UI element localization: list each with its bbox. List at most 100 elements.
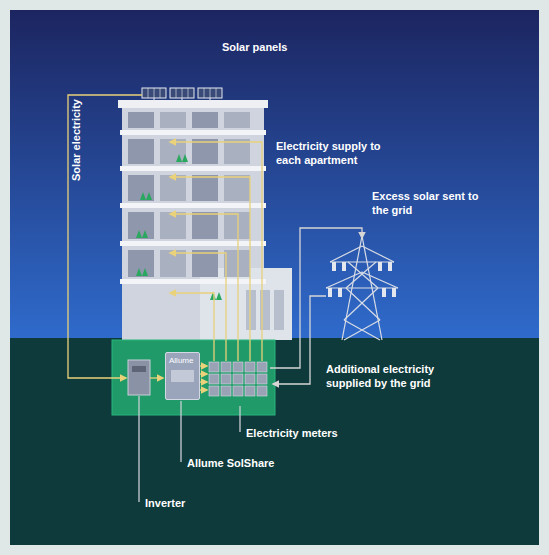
meter (209, 362, 219, 372)
window (160, 250, 186, 277)
callout-label: Electricity meters (246, 426, 366, 440)
pylon-strut (326, 272, 362, 288)
pylon-strut (346, 288, 380, 320)
sky (10, 10, 539, 340)
panel-grid (154, 88, 155, 98)
meter (257, 386, 267, 396)
ground (10, 338, 539, 545)
insulator (382, 288, 386, 297)
flow-label: Electricity supply to each apartment (276, 139, 404, 167)
floor-slab (120, 241, 266, 246)
meter (257, 374, 267, 384)
insulator (392, 288, 396, 297)
apartment-supply-wire (170, 214, 238, 361)
pylon-strut (346, 262, 376, 288)
window (192, 250, 218, 277)
insulator (378, 262, 382, 271)
apartment-supply-wire (170, 293, 214, 361)
meter (209, 386, 219, 396)
panel-grid (160, 88, 161, 98)
apartment-supply-wire (170, 142, 262, 361)
pylon-strut (344, 320, 380, 340)
panel-grid (188, 88, 189, 98)
insulator (342, 262, 346, 271)
apartment-supply-wire (170, 253, 226, 361)
floor-slab (120, 130, 266, 135)
solar-panel (198, 88, 222, 98)
window (224, 212, 250, 239)
panel-grid (204, 88, 205, 98)
roof-parapet (118, 100, 268, 108)
window (128, 212, 154, 239)
inverter-display (132, 366, 146, 372)
solshare-output (199, 389, 207, 390)
callout-label: Inverter (145, 496, 245, 510)
meter (233, 386, 243, 396)
panel-grid (182, 88, 183, 98)
callout-label: Solar panels (222, 40, 342, 54)
leader-line (239, 406, 240, 432)
electricity-meters (209, 362, 267, 396)
meter (245, 374, 255, 384)
pylon-strut (348, 262, 378, 288)
floor-slab (120, 203, 266, 208)
plant (136, 230, 148, 238)
solshare-output (199, 373, 207, 374)
window (224, 175, 250, 201)
solar-panels (142, 88, 222, 102)
plant (140, 192, 152, 200)
window (160, 139, 186, 164)
window (160, 175, 186, 201)
meter (233, 374, 243, 384)
window (274, 290, 284, 330)
import-wire (273, 296, 326, 384)
floor-slab (120, 279, 266, 284)
meter (245, 386, 255, 396)
panel-grid (148, 88, 149, 98)
insulator (338, 288, 342, 297)
pylon-strut (362, 272, 398, 288)
window (160, 212, 186, 239)
wire-label: Solar electricity (69, 99, 83, 181)
solar-panel (170, 88, 194, 98)
transmission-pylon (326, 236, 398, 340)
insulator (388, 262, 392, 271)
apartment-supply-wire (170, 177, 250, 361)
window (128, 112, 154, 128)
pylon-strut (330, 246, 362, 262)
callout-label: Allume SolShare (187, 456, 307, 470)
flow-label: Additional electricity supplied by the g… (326, 362, 466, 390)
meter (209, 374, 219, 384)
solshare-unit: Allume (165, 352, 200, 400)
meter (233, 362, 243, 372)
window (246, 290, 256, 330)
meter (221, 374, 231, 384)
leader-line (180, 401, 181, 462)
pylon-strut (330, 261, 394, 262)
meter (221, 362, 231, 372)
pylon-strut (362, 246, 394, 262)
solshare-output (199, 381, 207, 382)
solshare-output (199, 365, 207, 366)
panel-grid (216, 88, 217, 98)
panel-stand (210, 98, 211, 102)
window (224, 139, 250, 164)
window (128, 175, 154, 201)
meter (257, 362, 267, 372)
window (224, 250, 250, 277)
panel-grid (176, 88, 177, 98)
floor-slab (120, 166, 266, 171)
window (128, 139, 154, 164)
apartment-building (118, 100, 292, 340)
insulator (332, 262, 336, 271)
solar-panel (142, 88, 166, 98)
pylon-strut (344, 288, 378, 320)
inverter-box (128, 360, 150, 395)
leader-line (138, 396, 139, 502)
panel-grid (210, 88, 211, 98)
window (192, 139, 218, 164)
window (224, 112, 250, 128)
